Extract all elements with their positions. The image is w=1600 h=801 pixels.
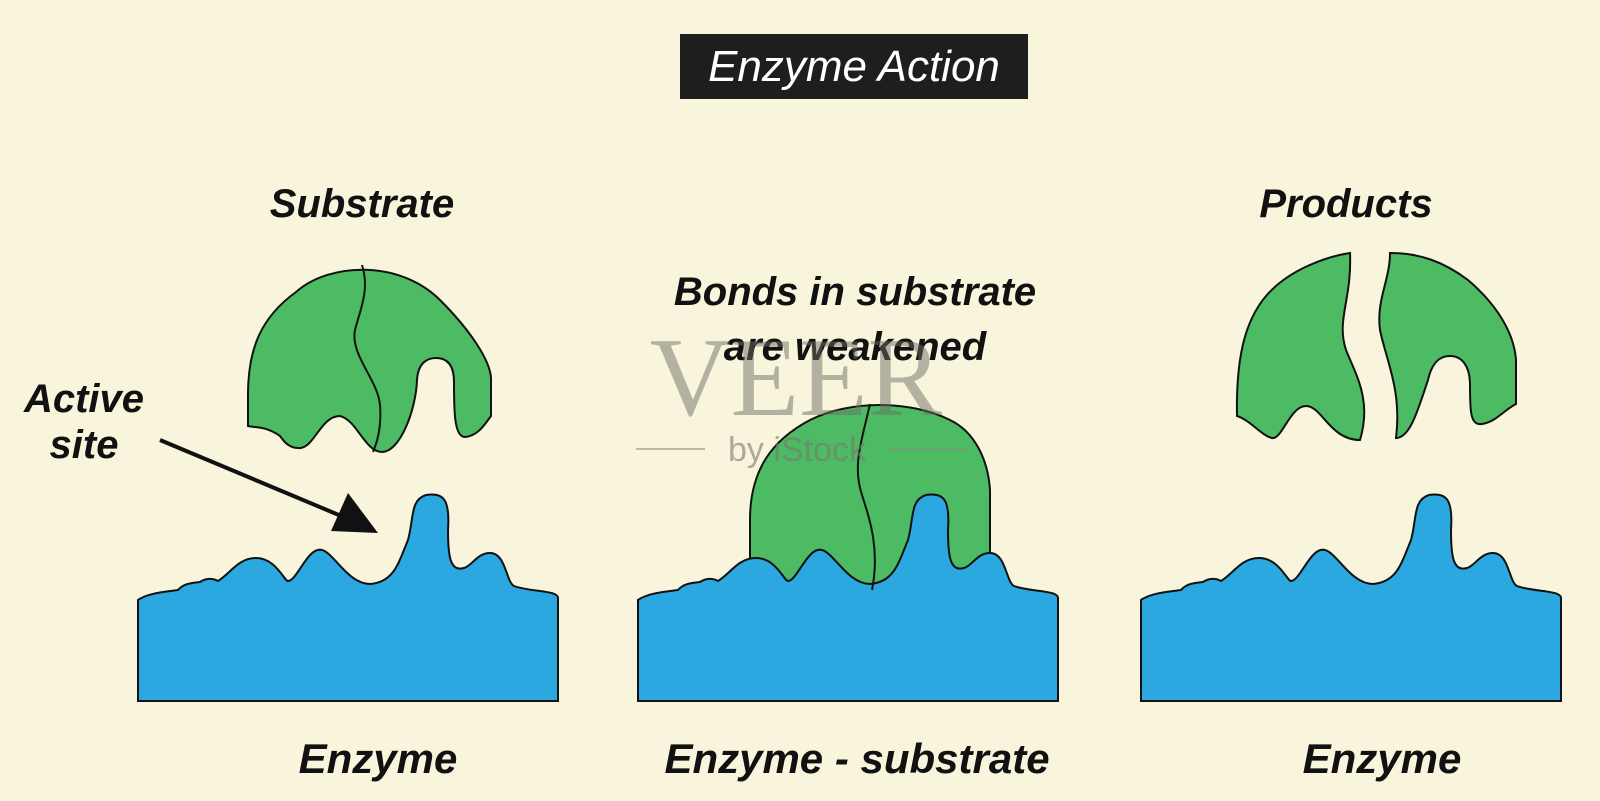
page-title: Enzyme Action — [708, 41, 1000, 91]
enzyme-substrate-label: Enzyme - substrate — [664, 735, 1050, 782]
active-site-label-line1: Active — [23, 377, 145, 421]
enzyme-substrate-complex — [637, 403, 1059, 702]
bonds-label-line1: Bonds in substrate — [673, 270, 1037, 314]
enzyme-label-right: Enzyme — [1302, 735, 1462, 782]
products-label: Products — [1259, 182, 1433, 226]
enzyme-label-left: Enzyme — [298, 735, 458, 782]
active-site-label-line2: site — [49, 423, 119, 467]
bonds-label-line2: are weakened — [723, 325, 987, 369]
title-box: Enzyme Action — [680, 34, 1028, 99]
substrate-shape — [247, 264, 492, 454]
enzyme-shape-right — [1140, 493, 1562, 702]
watermark-sub: by iStock — [728, 431, 866, 469]
products-shape — [1235, 251, 1517, 442]
substrate-label: Substrate — [269, 182, 455, 226]
active-site-arrow — [159, 438, 378, 533]
watermark-main: VEER — [649, 316, 943, 440]
